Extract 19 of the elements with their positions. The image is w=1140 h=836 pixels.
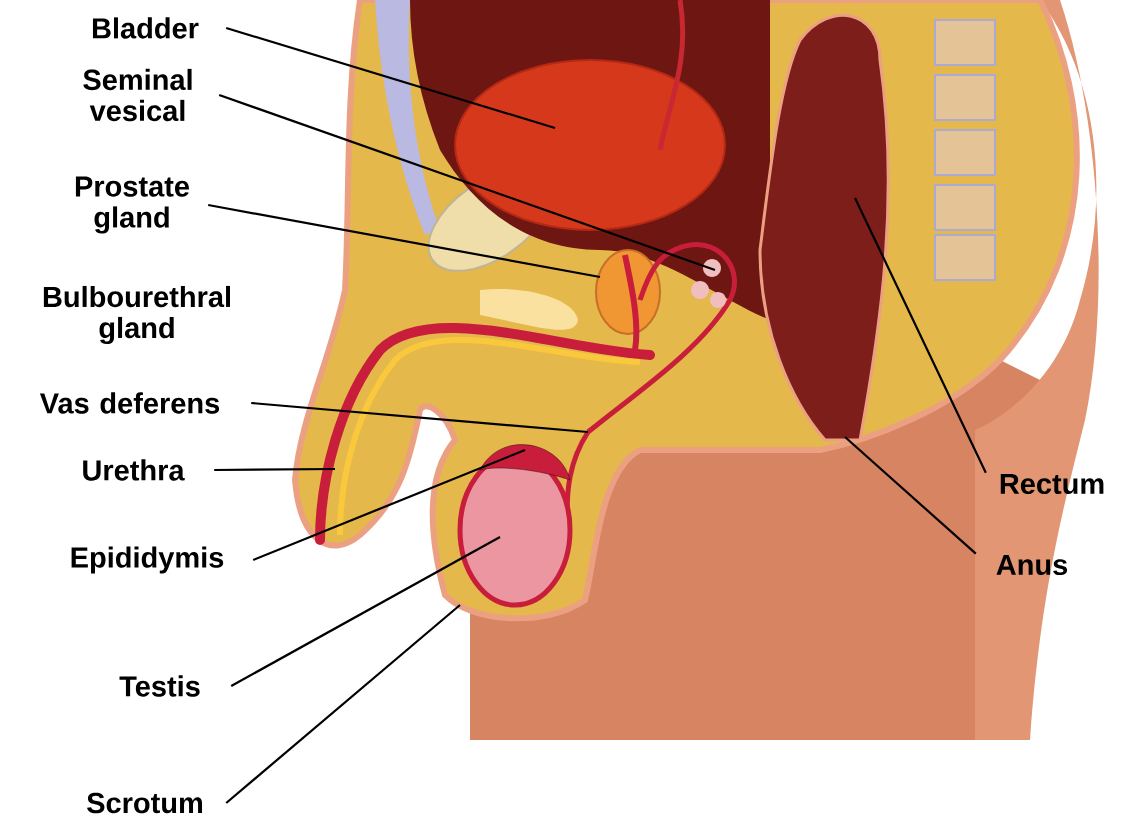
part-label: Epididymis (71, 546, 224, 574)
leader-line (208, 203, 601, 279)
leader-line (214, 467, 335, 472)
part-label: Urethra (83, 459, 185, 481)
leader-line (252, 449, 526, 562)
leader-line (225, 604, 461, 804)
leader-line (218, 93, 716, 272)
part-label: Prostate gland (75, 176, 189, 234)
part-label: Scrotum (87, 792, 202, 814)
leader-line (854, 197, 987, 474)
leader-line (225, 26, 556, 130)
leader-line (844, 436, 977, 555)
leader-line (230, 536, 501, 687)
part-label: Bladder (92, 17, 199, 39)
part-label: Vas deferens (39, 392, 220, 414)
part-label: Bulbourethral gland (43, 285, 230, 345)
part-label: Testis (119, 675, 200, 697)
part-label: Seminal vesical (83, 68, 192, 122)
leader-line (251, 401, 589, 434)
